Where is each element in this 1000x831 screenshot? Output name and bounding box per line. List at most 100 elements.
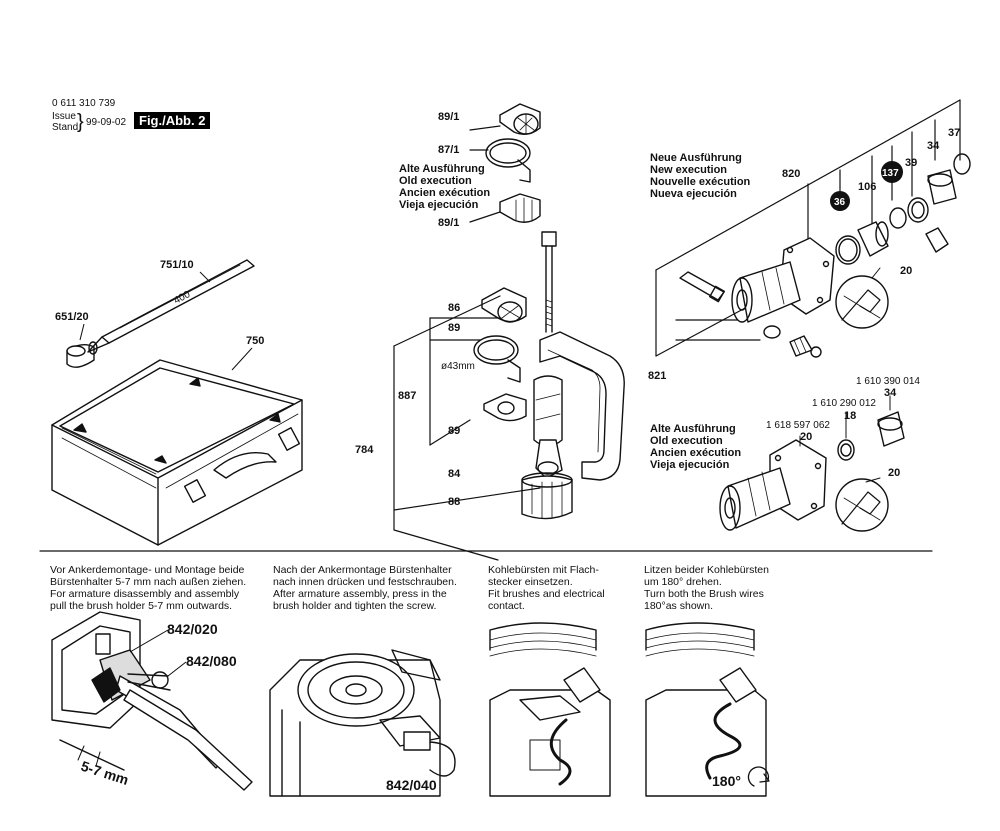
rotation-180: 180° (712, 773, 741, 789)
clamp-ring-87-1 (485, 138, 531, 183)
sleeve-drawing (66, 341, 98, 368)
instruction-3-line-1: Kohlebürsten mit Flach- (488, 564, 599, 576)
label-106: 106 (858, 181, 876, 193)
instruction-2-line-1: Nach der Ankermontage Bürstenhalter (273, 564, 452, 576)
label-39: 39 (905, 157, 917, 169)
detail-turn-wires (645, 622, 770, 797)
instruction-1-line-3: For armature disassembly and assembly (50, 588, 240, 600)
badge-36-circle (830, 191, 850, 211)
instruction-3-line-4: contact. (488, 600, 525, 612)
clamp-89-lower-drawing (483, 393, 527, 422)
label-18: 18 (844, 410, 856, 422)
label-820: 820 (782, 168, 800, 180)
oring-36-drawing (835, 235, 861, 265)
old-spindle-drawing (719, 439, 827, 531)
old-exec-center-es: Vieja ejecución (399, 199, 479, 211)
grip-88-drawing (521, 461, 573, 520)
old-exec-center-en: Old execution (399, 175, 472, 187)
badge-137-circle (881, 161, 903, 183)
old-exec-right-de: Alte Ausführung (650, 423, 736, 435)
cap-34-drawing (927, 169, 957, 205)
part-number: 0 611 310 739 (52, 98, 116, 109)
part-no-1: 1 610 390 014 (856, 376, 920, 387)
instruction-4-line-2: um 180° drehen. (644, 576, 722, 588)
instruction-3-line-3: Fit brushes and electrical (488, 588, 605, 600)
label-20-a: 20 (900, 265, 912, 277)
figure-label: Fig./Abb. 2 (134, 112, 211, 129)
label-784: 784 (355, 444, 374, 456)
old-exec-leaders (799, 267, 891, 483)
clamp-bottom-89-1 (499, 193, 541, 223)
detail-motor-armature (269, 649, 456, 797)
instruction-3-line-2: stecker einsetzen. (488, 576, 573, 588)
carry-case-drawing (51, 359, 303, 546)
label-84: 84 (448, 468, 461, 480)
instruction-1-line-4: pull the brush holder 5-7 mm outwards. (50, 600, 233, 612)
new-exec-es: Nueva ejecución (650, 188, 737, 200)
label-89-1-bottom: 89/1 (438, 217, 459, 229)
old-exec-center-de: Alte Ausführung (399, 163, 485, 175)
new-exec-de: Neue Ausführung (650, 152, 742, 164)
old-exec-right-es: Vieja ejecución (650, 459, 730, 471)
part-no-2: 1 610 290 012 (812, 398, 876, 409)
bearing-106-drawing (857, 221, 889, 257)
instruction-4-line-1: Litzen beider Kohlebürsten (644, 564, 769, 576)
instruction-4-line-3: Turn both the Brush wires (644, 588, 764, 600)
label-34-old: 34 (884, 387, 897, 399)
instruction-1-line-1: Vor Ankerdemontage- und Montage beide (50, 564, 245, 576)
ring-18-drawing (837, 439, 855, 461)
measure-5-7mm: 5-7 mm (79, 758, 131, 788)
label-842-020: 842/020 (167, 621, 218, 637)
label-137: 137 (882, 168, 899, 179)
label-651-20: 651/20 (55, 311, 89, 323)
instruction-3: Kohlebürsten mit Flach- stecker einsetze… (488, 564, 688, 612)
label-89-b: 89 (448, 425, 460, 437)
key-drawing (679, 271, 726, 303)
issue-brace: } (77, 111, 84, 133)
center-bracket-lines (393, 125, 541, 561)
new-exec-en: New execution (650, 164, 727, 176)
label-20-old: 20 (800, 431, 812, 443)
clamp-86-drawing (481, 287, 527, 323)
instruction-1: Vor Ankerdemontage- und Montage beide Bü… (50, 564, 250, 612)
stand-label: Stand (52, 122, 79, 133)
instruction-2-line-3: After armature assembly, press in the (273, 588, 447, 600)
instruction-2: Nach der Ankermontage Bürstenhalter nach… (273, 564, 473, 612)
label-37: 37 (948, 127, 960, 139)
ring-43mm-drawing (473, 335, 521, 383)
right-bracket-lines (655, 99, 961, 357)
detail-brush-holder-pull (51, 611, 253, 791)
label-842-040: 842/040 (386, 777, 437, 793)
label-86: 86 (448, 302, 460, 314)
side-handle-drawing (533, 331, 625, 481)
chisel-bit-drawing (87, 259, 255, 353)
old-exec-center-fr: Ancien exécution (399, 187, 490, 199)
label-887: 887 (398, 390, 416, 402)
label-89-1-top: 89/1 (438, 111, 459, 123)
instruction-1-line-2: Bürstenhalter 5-7 mm nach außen ziehen. (50, 576, 247, 588)
label-89-a: 89 (448, 322, 460, 334)
instruction-2-line-2: nach innen drücken und festschrauben. (273, 576, 457, 588)
issue-label: Issue (52, 111, 76, 122)
cap-34-old-drawing (877, 411, 905, 447)
label-36: 36 (834, 197, 846, 208)
issue-date: 99-09-02 (86, 117, 127, 128)
old-exec-right-fr: Ancien exécution (650, 447, 741, 459)
label-750: 750 (246, 335, 264, 347)
new-spindle-drawing (731, 237, 835, 323)
detail-circle-20a (835, 275, 889, 329)
label-88: 88 (448, 496, 460, 508)
label-34: 34 (927, 140, 940, 152)
ring-39-drawing (889, 197, 929, 229)
label-821: 821 (648, 370, 666, 382)
part-no-3: 1 618 597 062 (766, 420, 830, 431)
clip-drawing (925, 227, 949, 253)
new-exec-fr: Nouvelle exécution (650, 176, 751, 188)
instruction-4-line-4: 180°as shown. (644, 600, 713, 612)
label-87-1: 87/1 (438, 144, 459, 156)
bolt-drawing (541, 231, 557, 333)
detail-circle-20b (835, 478, 889, 532)
label-842-080: 842/080 (186, 653, 237, 669)
detail-fit-brushes (489, 622, 611, 797)
label-diameter: ø43mm (441, 361, 475, 372)
